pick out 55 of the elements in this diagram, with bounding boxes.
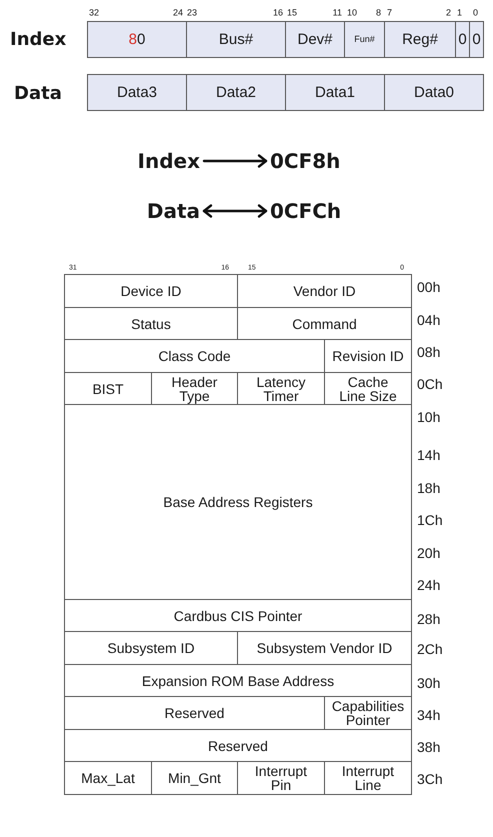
offset-label: 2Ch (417, 642, 443, 656)
offset-label: 30h (417, 676, 440, 690)
bit-field-cell: Reg# (384, 21, 456, 58)
register-field-cell: Max_Lat (64, 761, 152, 795)
offset-label: 0Ch (417, 377, 443, 391)
offset-label: 28h (417, 612, 440, 626)
offset-label: 3Ch (417, 772, 443, 786)
bit-number: 7 (387, 8, 392, 18)
register-field-cell: Expansion ROM Base Address (64, 664, 412, 697)
byte-field-cell: Data2 (186, 74, 286, 111)
offset-label: 34h (417, 708, 440, 722)
bit-number: 10 (347, 8, 358, 18)
byte-field-cell: Data0 (384, 74, 484, 111)
bit-number: 11 (332, 8, 342, 18)
bit-number: 1 (457, 8, 462, 18)
offset-label: 20h (417, 546, 440, 560)
bit-number: 23 (187, 8, 198, 18)
offset-label: 1Ch (417, 513, 443, 527)
register-field-cell: Reserved (64, 729, 412, 762)
bit-number: 24 (172, 8, 183, 18)
offset-label: 00h (417, 280, 440, 294)
byte-field-cell: Data3 (87, 74, 187, 111)
bit-field-cell: 0 (455, 21, 470, 58)
offset-label: 08h (417, 345, 440, 359)
two-way-arrow (202, 204, 268, 218)
offset-label: 38h (417, 740, 440, 754)
bit-number: 2 (446, 8, 451, 18)
register-field-cell: Cardbus CIS Pointer (64, 599, 412, 632)
bit-field-cell: Bus# (186, 21, 286, 58)
offset-label: 10h (417, 410, 440, 424)
bit-number: 16 (272, 8, 283, 18)
offset-label: 04h (417, 313, 440, 327)
arrow (202, 154, 268, 168)
row-label: Data (14, 85, 62, 103)
bit-number: 8 (376, 8, 381, 18)
port-address: 0CF8h (270, 151, 340, 171)
register-name: Index (138, 151, 200, 171)
bit-field-cell: 0 (469, 21, 484, 58)
register-field-cell: Base Address Registers (64, 404, 412, 600)
register-name: Data (146, 201, 200, 221)
byte-field-cell: Data1 (285, 74, 385, 111)
register-field-cell: Interrupt Line (324, 761, 412, 795)
row-label: Index (10, 31, 66, 49)
offset-label: 18h (417, 481, 440, 495)
bit-number: 15 (287, 8, 298, 18)
register-field-cell: Vendor ID (237, 274, 412, 308)
offset-label: 14h (417, 448, 440, 462)
bit-number: 0 (473, 8, 478, 18)
bit-field-cell: Fun# (344, 21, 385, 58)
bit-field-cell: 80 (87, 21, 187, 58)
register-field-cell: Device ID (64, 274, 238, 308)
offset-label: 24h (417, 578, 440, 592)
bit-number: 32 (89, 8, 100, 18)
port-address: 0CFCh (270, 201, 342, 221)
bit-field-cell: Dev# (285, 21, 345, 58)
